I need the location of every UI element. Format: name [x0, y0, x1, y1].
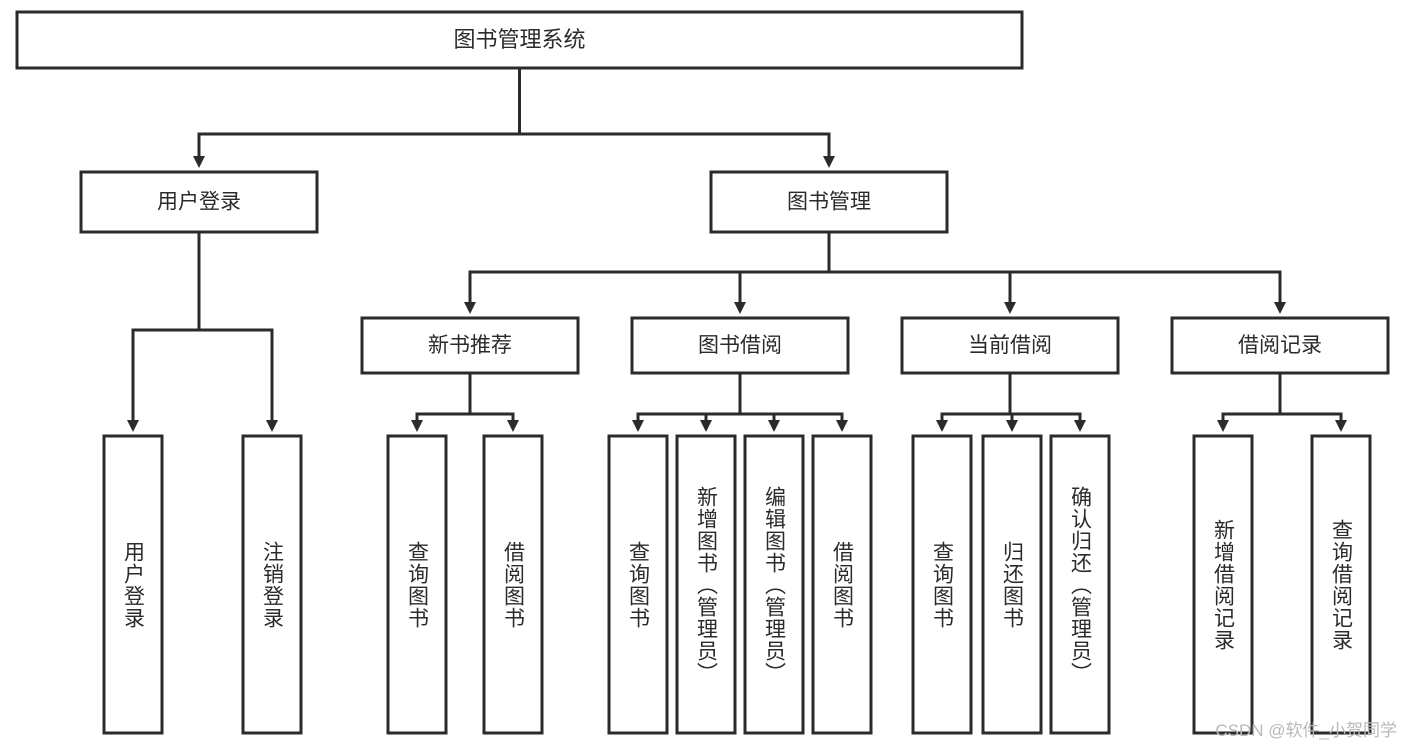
node-leaf-1[interactable] [241, 434, 303, 735]
node-level3-3-label: 借阅记录 [1238, 334, 1322, 357]
connector-level3-2-to-leaf-2 [1008, 373, 1086, 432]
node-leaf-8[interactable] [911, 434, 973, 735]
connector-layer [127, 68, 1347, 432]
connector-level3-2-to-leaf-0 [936, 373, 1012, 432]
node-leaf-4[interactable] [607, 434, 669, 735]
node-level3-1[interactable] [630, 316, 850, 375]
node-level3-2[interactable] [900, 316, 1120, 375]
node-leaf-12[interactable] [1310, 434, 1372, 735]
node-leaf-7[interactable] [811, 434, 873, 735]
node-level3-0-label: 新书推荐 [428, 334, 512, 357]
node-level3-0[interactable] [360, 316, 580, 375]
connector-root-to-level2-0 [193, 68, 521, 168]
connector-level2-to-level3-1 [734, 232, 831, 314]
connector-level3-1-to-leaf-3 [738, 373, 848, 432]
node-leaf-0[interactable] [102, 434, 164, 735]
connector-level3-3-to-leaf-0 [1217, 373, 1282, 432]
node-leaf-9[interactable] [981, 434, 1043, 735]
connector-level2-to-level3-3 [827, 232, 1286, 314]
node-level2-0[interactable] [79, 170, 319, 234]
connector-level3-1-to-leaf-1 [700, 373, 742, 432]
node-level2-1[interactable] [709, 170, 949, 234]
node-leaf-11[interactable] [1192, 434, 1254, 735]
node-level3-1-label: 图书借阅 [698, 334, 782, 357]
node-leaf-2[interactable] [386, 434, 448, 735]
node-level2-0-label: 用户登录 [157, 191, 241, 214]
connector-level2-to-level3-0 [464, 232, 831, 314]
node-level2-1-label: 图书管理 [787, 191, 871, 214]
connector-level3-0-to-leaf-0 [411, 373, 472, 432]
node-leaf-10[interactable] [1049, 434, 1111, 735]
node-leaf-5[interactable] [675, 434, 737, 735]
connector-root-to-level2-1 [518, 68, 835, 168]
node-leaf-3[interactable] [482, 434, 544, 735]
node-root[interactable] [15, 10, 1024, 70]
node-level3-3[interactable] [1170, 316, 1390, 375]
connector-level3-3-to-leaf-1 [1278, 373, 1347, 432]
node-level3-2-label: 当前借阅 [968, 334, 1052, 357]
connector-level2-to-level3-2 [827, 232, 1016, 314]
watermark-text: CSDN @软件_小贺同学 [1215, 721, 1397, 740]
connector-login-to-leaf-1 [197, 232, 278, 432]
connector-login-to-leaf-0 [127, 232, 201, 432]
node-leaf-6[interactable] [743, 434, 805, 735]
connector-level3-0-to-leaf-1 [468, 373, 519, 432]
node-root-label: 图书管理系统 [453, 27, 585, 52]
